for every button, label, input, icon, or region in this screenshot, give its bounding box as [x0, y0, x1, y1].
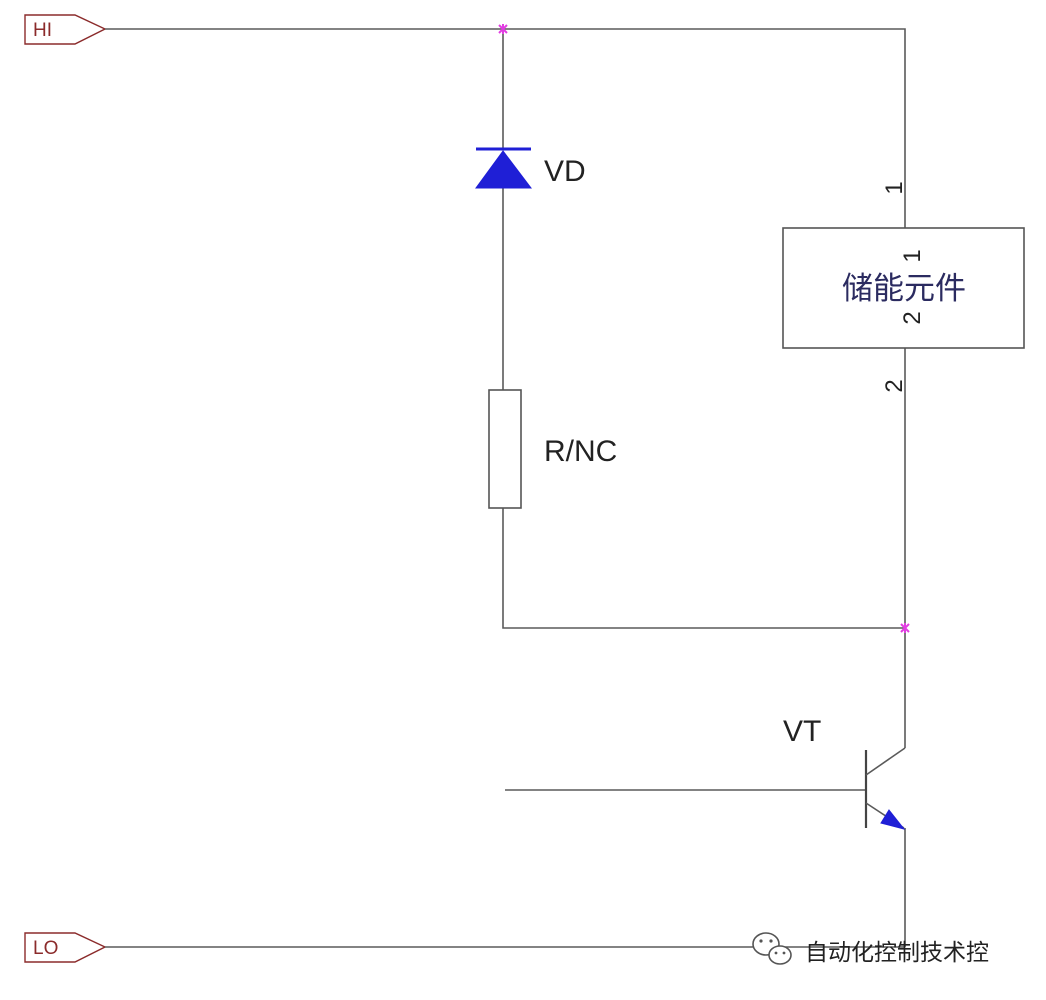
pin-2-inner-label: 2 — [899, 311, 926, 324]
transistor: VT — [783, 715, 906, 830]
pin-2-outer-label: 2 — [881, 379, 908, 392]
hi-rail-wire — [105, 28, 906, 228]
resistor-body — [488, 389, 522, 509]
storage-element-label: 储能元件 — [842, 271, 966, 307]
resistor: R/NC — [488, 389, 617, 509]
lo-port-label: LO — [33, 938, 58, 959]
lo-port: LO — [24, 932, 107, 963]
transistor-label: VT — [783, 715, 821, 748]
pin-1-outer-label: 1 — [881, 181, 908, 194]
junction-top — [498, 24, 508, 34]
diode-label: VD — [544, 155, 586, 188]
wires — [105, 28, 906, 948]
pin-1-inner-label: 1 — [899, 249, 926, 262]
resistor-return-wire — [502, 508, 905, 629]
hi-port-shape — [24, 14, 107, 45]
storage-element-box — [782, 227, 1025, 349]
transistor-collector — [865, 747, 906, 776]
diode: VD — [475, 147, 586, 189]
lo-port-shape — [24, 932, 107, 963]
hi-port-label: HI — [33, 20, 52, 41]
diode-triangle — [475, 150, 533, 189]
hi-port: HI — [24, 14, 107, 45]
watermark-text: 自动化控制技术控 — [805, 940, 989, 966]
wechat-icon — [752, 932, 792, 965]
storage-element: 储能元件 1 1 2 2 — [782, 181, 1025, 393]
watermark: 自动化控制技术控 — [752, 932, 989, 966]
transistor-emitter-arrow — [880, 809, 906, 830]
junction-bottom — [900, 623, 910, 633]
resistor-label: R/NC — [544, 435, 617, 468]
